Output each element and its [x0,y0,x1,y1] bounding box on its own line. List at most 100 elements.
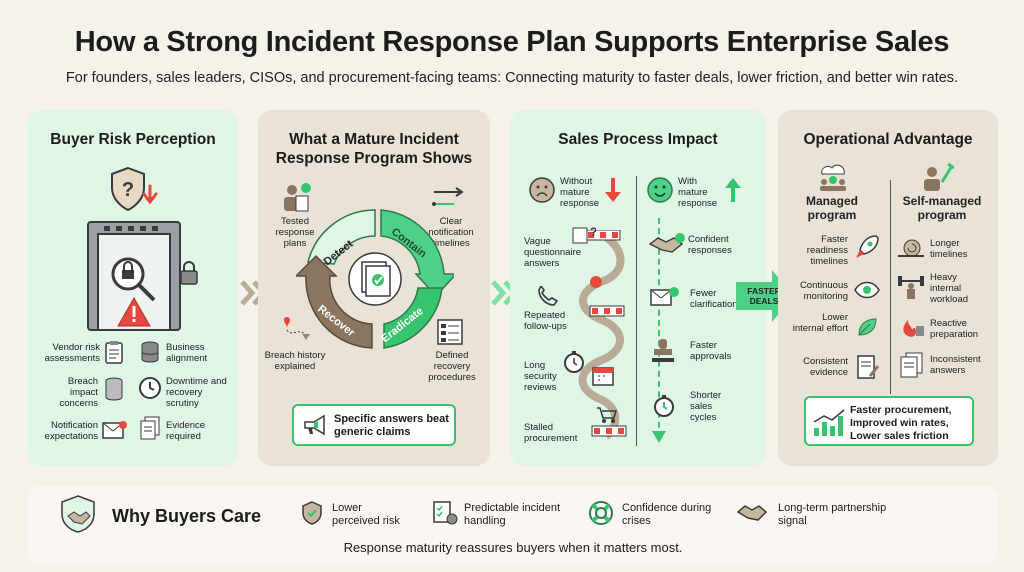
item-repeated-followups: Repeated follow-ups [524,310,567,332]
panel-mature-program: What a Mature Incident Response Program … [258,110,490,466]
timeline-arrow-icon [432,187,464,206]
shield-check-icon [302,501,322,525]
item-notification-timelines: Clear notification timelines [428,216,474,249]
clipboard-icon [105,341,123,364]
team-cloud-icon [820,164,846,191]
panel-title: What a Mature Incident Response Program … [275,131,473,167]
cart-icon [597,407,617,423]
item-business-alignment: Business alignment [166,342,208,364]
page-title: How a Strong Incident Response Plan Supp… [74,26,950,58]
sad-face-icon [529,177,555,203]
item-vague-answers: Vague questionnaire answers [524,236,582,269]
item-vendor-risk: Vendor risk assessments [44,342,100,364]
documents-icon [140,416,160,440]
why-buyers-care-strip: Why Buyers Care Lower perceived risk Pre… [28,486,998,564]
panel-title: Sales Process Impact [558,131,718,148]
progress-dashed-line [658,218,660,438]
why-partnership: Long-term partnership signal [778,502,887,527]
phone-icon [538,286,559,306]
stamp-icon [652,339,674,362]
happy-face-icon [647,177,673,203]
stopwatch-icon [564,351,584,373]
panel-operational-advantage: Operational Advantage Managed program Se… [778,110,998,466]
documents-icon [900,352,923,378]
item-breach-impact: Breach impact concerns [59,376,98,409]
map-route-icon [284,317,310,340]
rocket-icon [856,235,879,258]
panel-sales-impact: Sales Process Impact Without mature resp… [510,110,766,466]
item-evidence: Evidence required [166,420,206,442]
item-fewer-clarifications: Fewer clarifications [690,288,743,310]
growth-chart-icon [813,409,845,436]
item-breach-history: Breach history explained [264,350,326,372]
column-divider [636,176,637,446]
winding-road-path [578,230,627,440]
person-wrench-icon [924,162,954,191]
item-stalled-procurement: Stalled procurement [524,422,578,444]
stopwatch-icon [654,395,674,417]
item-long-reviews: Long security reviews [524,360,557,393]
item-recovery-procedures: Defined recovery procedures [428,350,476,383]
envelope-check-icon [650,287,679,306]
item-lower-effort: Lower internal effort [792,312,848,334]
checklist-gear-icon [433,501,458,525]
item-confident: Confident responses [688,234,732,256]
item-continuous-monitoring: Continuous monitoring [799,280,848,302]
why-title: Why Buyers Care [112,506,262,526]
label-managed: Managed program [805,194,858,222]
item-reactive-prep: Reactive preparation [930,318,979,340]
server-stack-icon [105,377,123,401]
response-cycle-diagram [296,209,454,349]
item-faster-approvals: Faster approvals [690,340,732,362]
callout-text: Faster procurement, Improved win rates, … [850,404,952,442]
item-consistent-evidence: Consistent evidence [803,356,848,378]
leaf-icon [858,318,877,336]
item-heavy-workload: Heavy internal workload [930,272,969,305]
tagline: Response maturity reassures buyers when … [343,540,683,555]
page-subtitle: For founders, sales leaders, CISOs, and … [65,70,959,86]
database-icon [141,341,159,363]
item-inconsistent-answers: Inconsistent answers [930,354,981,376]
warning-icon [117,296,151,327]
shield-handshake-icon [61,495,95,533]
item-notification: Notification expectations [44,420,98,442]
security-gate-icon [87,221,181,331]
item-shorter-cycles: Shorter sales cycles [690,390,722,423]
padlock-icon [180,261,198,285]
clock-icon [139,377,161,399]
megaphone-icon [304,414,325,436]
snail-icon [898,239,924,257]
question-doc-icon: ? [572,225,596,244]
faster-deals-label: FASTER DEALS [747,286,781,306]
item-longer-timelines: Longer timelines [930,238,968,260]
panel-title: Buyer Risk Perception [50,131,216,148]
fire-alert-icon [903,320,924,337]
arrow-down-icon [605,178,621,202]
weightlifter-icon [898,276,924,299]
label-with: With mature response [678,176,718,209]
why-predictable: Predictable incident handling [464,502,561,527]
callout-text: Specific answers beat generic claims [334,413,449,438]
calendar-icon [592,367,614,386]
why-lower-risk: Lower perceived risk [332,502,400,527]
svg-text:?: ? [122,179,134,201]
arrow-down-icon [652,431,666,443]
label-self-managed: Self-managed program [902,194,982,222]
handshake-icon [736,505,768,521]
item-tested-plans: Tested response plans [275,216,315,249]
person-checklist-icon [284,183,311,212]
label-without: Without mature response [560,176,600,209]
why-confidence: Confidence during crises [622,502,712,527]
arrow-up-icon [725,178,741,202]
shield-question-icon: ? [111,166,158,212]
callout-outcomes: Faster procurement, Improved win rates, … [804,396,974,446]
item-downtime: Downtime and recovery scrutiny [166,376,227,409]
eye-icon [854,281,880,299]
document-pen-icon [857,355,880,379]
item-faster-readiness: Faster readiness timelines [806,234,848,267]
panel-buyer-risk: Buyer Risk Perception ? Vendor risk asse… [28,110,238,466]
lifebuoy-icon [589,501,613,525]
panel-title: Operational Advantage [803,131,973,148]
column-divider [890,180,891,394]
envelope-alert-icon [102,421,127,439]
